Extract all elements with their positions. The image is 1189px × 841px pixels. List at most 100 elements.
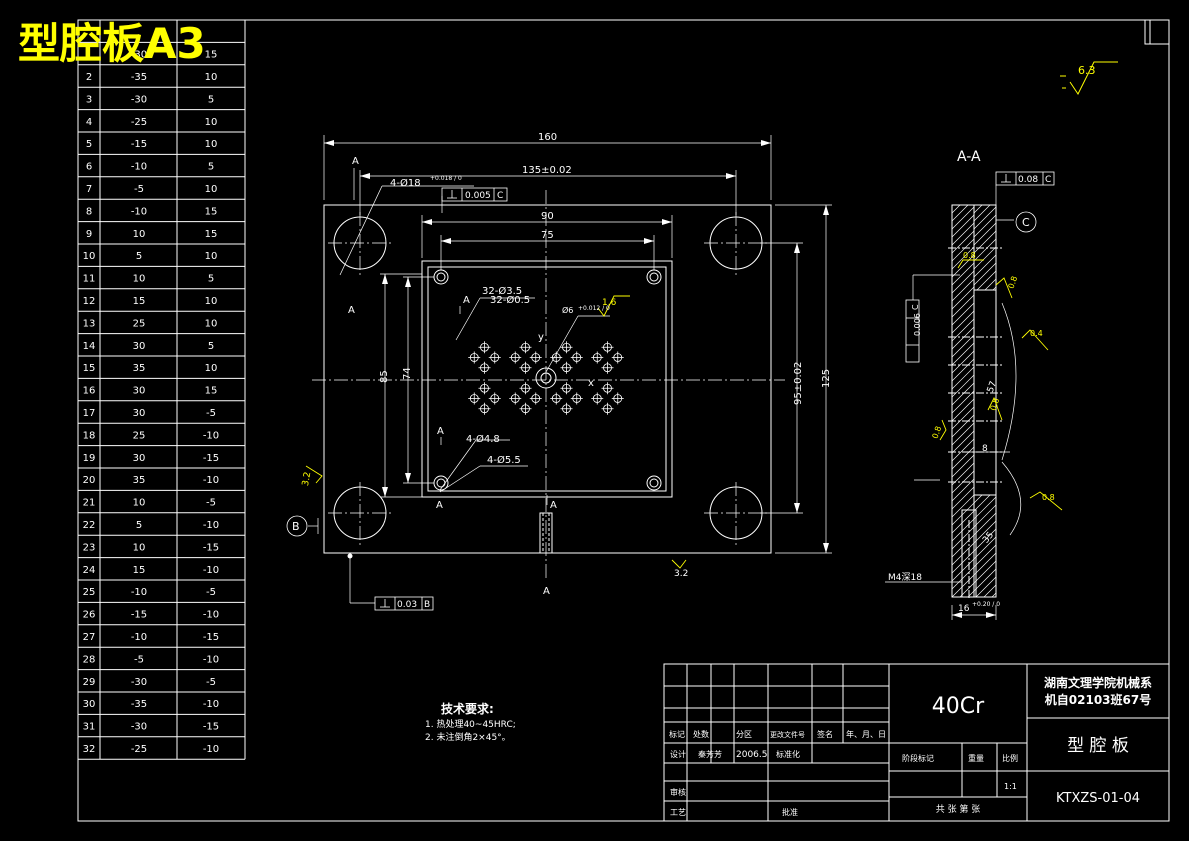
design-date: 2006.5 (736, 750, 768, 760)
hatch-line (951, 422, 975, 446)
hatch-line (951, 366, 975, 390)
hatch-line (973, 560, 997, 584)
datum-c-bubble (1015, 211, 1037, 233)
table-cell-index: 21 (83, 498, 96, 509)
table-cell-x: -5 (134, 184, 144, 195)
coordinate-table-grid (78, 19, 246, 760)
section-view-outline (948, 204, 1002, 600)
section-a-low: A (437, 426, 444, 437)
section-a-top: A (352, 156, 359, 167)
hatch-line (951, 302, 975, 326)
table-cell-y: -10 (203, 520, 219, 531)
hatch-line (951, 350, 975, 374)
hatch-line (951, 206, 975, 230)
datum-c-label: C (1022, 216, 1030, 229)
section-a-mid: A (463, 295, 470, 306)
section-a-left: A (348, 305, 355, 316)
label-biaozhunhua: 标准化 (776, 749, 800, 759)
hatch-line (973, 494, 991, 512)
r08-d: 0.8 (930, 425, 943, 440)
table-cell-x: -10 (131, 206, 147, 217)
table-cell-y: 10 (205, 139, 218, 150)
hatch-line (951, 534, 975, 558)
table-cell-index: 6 (86, 162, 92, 173)
table-cell-index: 25 (83, 587, 96, 598)
table-cell-x: 30 (133, 408, 146, 419)
table-cell-y: -15 (203, 542, 219, 553)
hatch-line (991, 592, 997, 598)
hatch-line (951, 462, 975, 486)
hatch-line (951, 542, 975, 566)
table-cell-y: -10 (203, 699, 219, 710)
main-view-arrows (324, 140, 829, 559)
table-cell-index: 32 (83, 744, 96, 755)
table-cell-y: 10 (205, 184, 218, 195)
hatch-line (951, 566, 975, 590)
perp-frame-1 (441, 187, 508, 202)
tech-line-2: 2. 未注倒角2×45°。 (425, 731, 511, 743)
hatch-line (951, 398, 975, 422)
perp-frame-2 (374, 596, 434, 611)
hole-4-18-tol: +0.018 / 0 (430, 175, 462, 182)
dim-74: 74 (402, 367, 413, 380)
header-qianming: 签名 (817, 729, 833, 739)
hatch-line (973, 536, 997, 560)
table-cell-index: 20 (83, 475, 96, 486)
table-cell-x: -15 (131, 139, 147, 150)
hatch-line (959, 582, 975, 598)
hatch-line (951, 374, 975, 398)
table-cell-x: 35 (133, 475, 146, 486)
table-cell-y: -10 (203, 475, 219, 486)
table-cell-y: 15 (205, 206, 218, 217)
dim-85: 85 (379, 370, 390, 383)
hatch-line (983, 584, 997, 598)
hatch-line (951, 230, 975, 254)
label-jieduan: 阶段标记 (902, 753, 934, 763)
holes-4-55: 4-Ø5.5 (487, 454, 521, 466)
hatch-line (973, 246, 997, 270)
table-cell-index: 22 (83, 520, 96, 531)
hatch-line (951, 526, 975, 550)
table-cell-x: 10 (133, 542, 146, 553)
section-roughness-labels: 0.8 0.8 0.4 0.8 0.8 0.8 (930, 251, 1054, 502)
hatch-line (951, 486, 975, 510)
datum-b-label: B (292, 520, 300, 533)
rough-32-left: 3.2 (301, 471, 313, 487)
table-cell-x: -30 (131, 94, 147, 105)
hatch-line (975, 576, 997, 598)
hatch-line (951, 502, 975, 526)
table-cell-x: -35 (131, 72, 147, 83)
table-cell-index: 4 (86, 117, 92, 128)
hatch-line (976, 270, 997, 291)
table-cell-y: -10 (203, 430, 219, 441)
section-title: A-A (957, 149, 981, 165)
roughness-symbols-section (939, 259, 1063, 511)
table-cell-y: 10 (205, 117, 218, 128)
table-cell-index: 1 (86, 50, 92, 61)
hatch-line (967, 590, 975, 598)
tech-heading: 技术要求: (441, 701, 494, 716)
label-gongyi: 工艺 (670, 808, 686, 817)
r08-e: 0.8 (1042, 493, 1055, 502)
dim-95: 95±0.02 (793, 362, 804, 405)
hole-6-tol: +0.012 / 0 (578, 305, 610, 312)
dim-135: 135±0.02 (522, 165, 572, 176)
table-cell-index: 12 (83, 296, 96, 307)
section-hatching (951, 204, 997, 598)
section-a-bl: A (436, 500, 443, 511)
table-cell-y: -15 (203, 453, 219, 464)
table-cell-x: -25 (131, 744, 147, 755)
table-cell-y: 15 (205, 50, 218, 61)
r04: 0.4 (1030, 329, 1043, 338)
table-cell-x: 35 (133, 363, 146, 374)
table-cell-index: 2 (86, 72, 92, 83)
m4-thread: M4深18 (888, 572, 922, 583)
hatch-line (973, 512, 997, 536)
axis-x-label: x (588, 378, 594, 389)
hatch-line (951, 222, 975, 246)
hatch-line (951, 334, 975, 358)
label-zhongliang: 重量 (968, 753, 984, 763)
label-pizhun: 批准 (782, 807, 798, 817)
hatch-line (973, 206, 997, 230)
